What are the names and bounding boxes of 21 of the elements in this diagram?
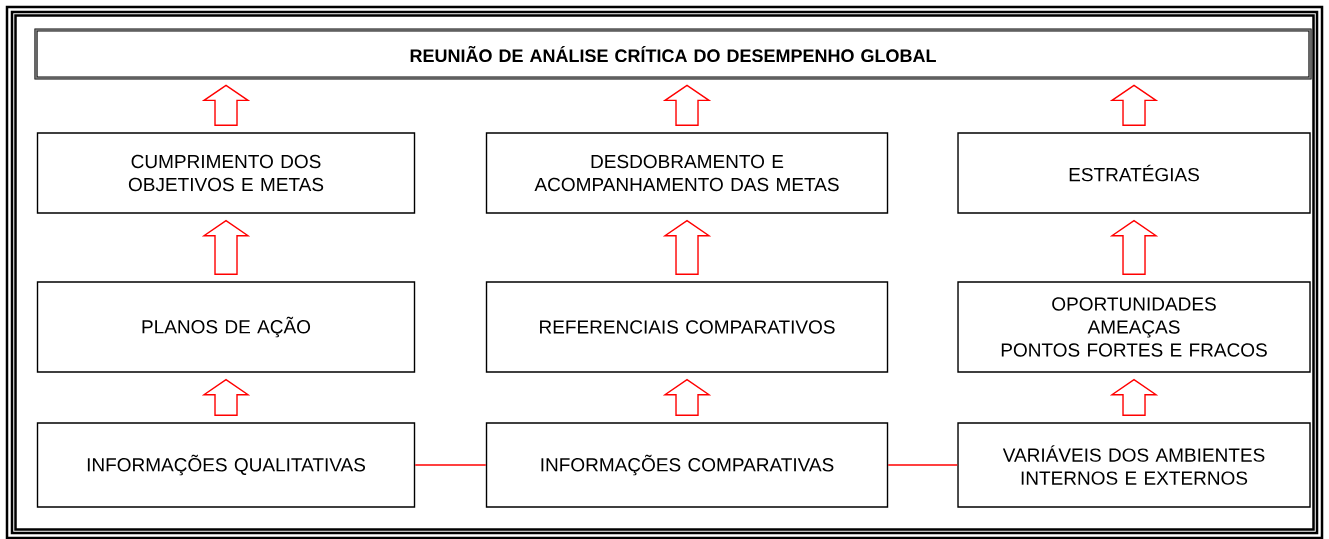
process-box: PLANOS DE AÇÃO: [36, 281, 416, 373]
block-arrow: [201, 84, 251, 126]
process-box: CUMPRIMENTO DOS OBJETIVOS E METAS: [36, 132, 416, 214]
connector-line: [414, 464, 487, 466]
block-arrow: [1109, 378, 1159, 416]
connector-line: [887, 464, 958, 466]
block-arrow: [662, 84, 712, 126]
process-box: DESDOBRAMENTO E ACOMPANHAMENTO DAS METAS: [485, 132, 889, 214]
process-box: VARIÁVEIS DOS AMBIENTES INTERNOS E EXTERNOS: [957, 422, 1311, 508]
process-box: INFORMAÇÕES QUALITATIVAS: [36, 422, 416, 508]
title-box: REUNIÃO DE ANÁLISE CRÍTICA DO DESEMPENHO GLOBAL: [34, 28, 1312, 80]
process-box: REFERENCIAIS COMPARATIVOS: [485, 281, 889, 373]
block-arrow: [1109, 219, 1159, 275]
process-box: INFORMAÇÕES COMPARATIVAS: [485, 422, 889, 508]
block-arrow: [201, 378, 251, 416]
block-arrow: [662, 378, 712, 416]
process-box: ESTRATÉGIAS: [957, 132, 1311, 214]
block-arrow: [201, 219, 251, 275]
process-box: OPORTUNIDADES AMEAÇAS PONTOS FORTES E FRACOS: [957, 281, 1311, 373]
block-arrow: [662, 219, 712, 275]
block-arrow: [1109, 84, 1159, 126]
